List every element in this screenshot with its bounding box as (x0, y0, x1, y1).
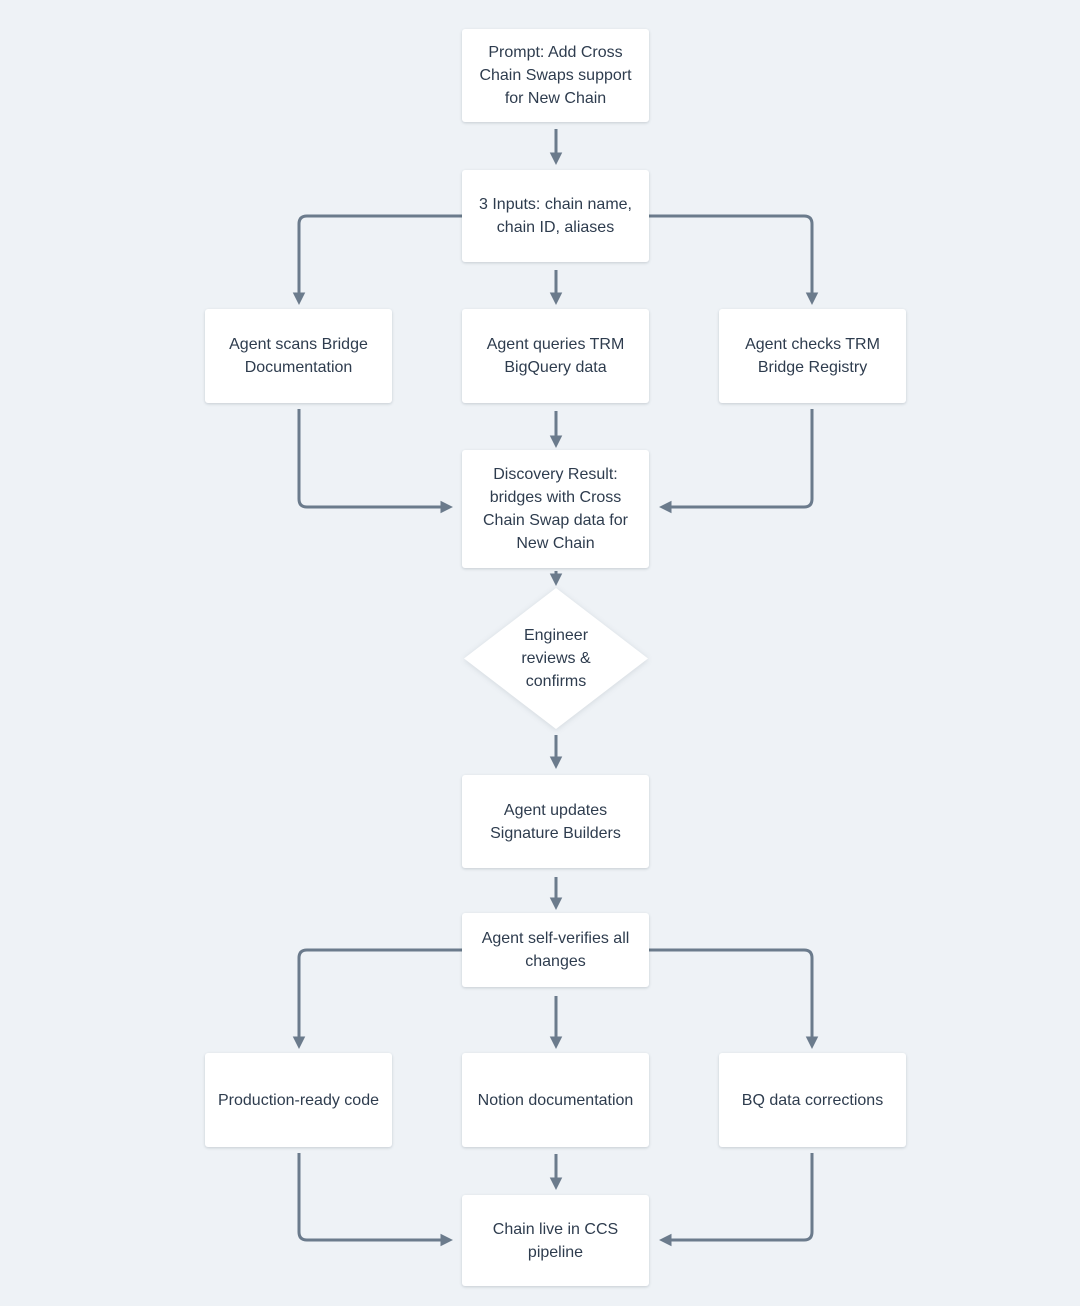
node-prompt: Prompt: Add Cross Chain Swaps support fo… (462, 29, 649, 122)
node-scan-docs: Agent scans Bridge Documentation (205, 309, 392, 403)
node-label: Engineer reviews & confirms (521, 627, 591, 690)
node-query-bq: Agent queries TRM BigQuery data (462, 309, 649, 403)
edge-prod-code-live (297, 1153, 453, 1247)
node-label: Notion documentation (477, 1091, 634, 1109)
edge-scan-docs-discovery (297, 409, 453, 514)
node-label: Discovery Result: bridges with Cross Cha… (483, 466, 628, 552)
node-label: 3 Inputs: chain name, chain ID, aliases (479, 196, 632, 236)
node-label: Chain live in CCS pipeline (492, 1220, 619, 1261)
node-label: Agent self-verifies all changes (481, 930, 630, 970)
node-discovery: Discovery Result: bridges with Cross Cha… (462, 450, 649, 568)
node-bq-corrections: BQ data corrections (719, 1053, 906, 1147)
edge-bq-corrections-live (659, 1153, 814, 1247)
edge-self-verify-bq-corrections (649, 948, 819, 1049)
edge-inputs-scan-docs (292, 214, 462, 305)
node-label: Agent queries TRM BigQuery data (486, 336, 625, 376)
node-check-registry: Agent checks TRM Bridge Registry (719, 309, 906, 403)
node-label: BQ data corrections (741, 1091, 884, 1109)
node-review-decision: Engineer reviews & confirms (501, 610, 611, 707)
node-inputs: 3 Inputs: chain name, chain ID, aliases (462, 170, 649, 262)
edge-check-registry-discovery (659, 409, 814, 514)
node-label: Agent scans Bridge Documentation (229, 336, 368, 376)
node-prod-code: Production-ready code (205, 1053, 392, 1147)
node-self-verify: Agent self-verifies all changes (462, 913, 649, 987)
node-label: Prompt: Add Cross Chain Swaps support fo… (479, 44, 632, 107)
node-update-builders: Agent updates Signature Builders (462, 775, 649, 868)
node-label: Agent updates Signature Builders (490, 801, 621, 842)
edge-self-verify-prod-code (292, 948, 462, 1049)
edge-inputs-check-registry (649, 214, 819, 305)
node-live: Chain live in CCS pipeline (462, 1195, 649, 1286)
node-label: Agent checks TRM Bridge Registry (745, 336, 880, 376)
node-label: Production-ready code (218, 1091, 379, 1109)
node-notion-docs: Notion documentation (462, 1053, 649, 1147)
